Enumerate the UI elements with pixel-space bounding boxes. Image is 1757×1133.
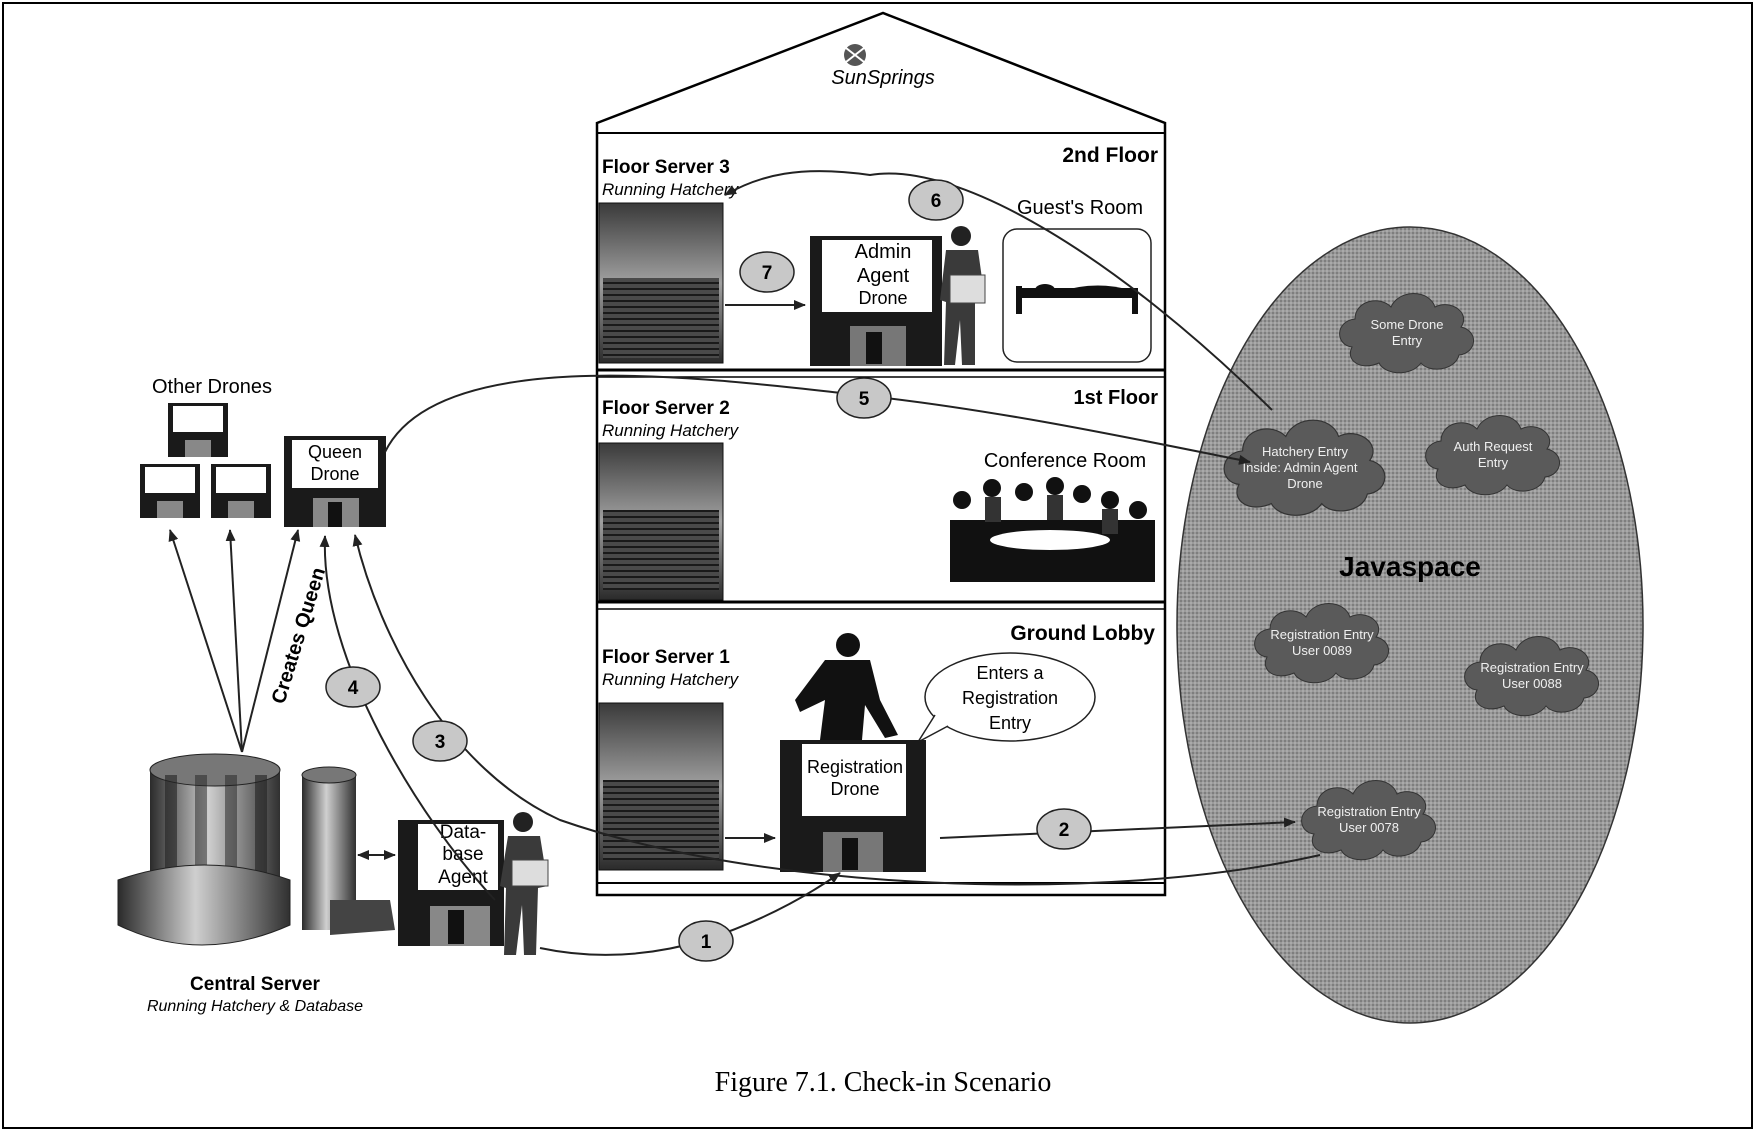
- registration-entry-0089-cloud: Registration Entry User 0089: [1254, 603, 1390, 684]
- svg-text:User 0088: User 0088: [1502, 676, 1562, 691]
- speech-bubble: Enters a Registration Entry: [915, 652, 1096, 744]
- other-drone-icon: [168, 403, 228, 457]
- conference-room: Conference Room: [950, 450, 1155, 582]
- auth-request-entry-cloud: Auth Request Entry: [1425, 415, 1561, 496]
- svg-text:Drone: Drone: [1287, 476, 1322, 491]
- some-drone-entry-cloud: Some Drone Entry: [1339, 293, 1475, 374]
- svg-text:Hatchery Entry: Hatchery Entry: [1262, 444, 1348, 459]
- svg-text:Registration Entry: Registration Entry: [1270, 627, 1374, 642]
- registration-entry-0078-cloud: Registration Entry User 0078: [1301, 780, 1437, 861]
- lobby-person-icon: [795, 633, 898, 740]
- svg-text:User 0078: User 0078: [1339, 820, 1399, 835]
- queen-drone: Queen Drone: [284, 436, 386, 527]
- svg-text:Registration: Registration: [807, 757, 903, 777]
- step-3: 3: [412, 720, 468, 762]
- floor-server-2-label: Floor Server 2: [602, 398, 730, 419]
- figure-caption: Figure 7.1. Check-in Scenario: [715, 1067, 1052, 1098]
- svg-text:SunSprings: SunSprings: [831, 67, 934, 89]
- svg-text:Registration Entry: Registration Entry: [1480, 660, 1584, 675]
- svg-text:Agent: Agent: [438, 867, 488, 888]
- floor-server-1-icon: [598, 702, 724, 871]
- svg-text:Inside: Admin Agent: Inside: Admin Agent: [1243, 460, 1358, 475]
- other-drone-icon: [211, 464, 271, 518]
- floor-server-3-icon: [598, 202, 724, 364]
- svg-text:Registration Entry: Registration Entry: [1317, 804, 1421, 819]
- svg-text:4: 4: [348, 678, 359, 699]
- step-4: 4: [325, 666, 381, 708]
- other-drone-icon: [140, 464, 200, 518]
- floor-server-3-sub: Running Hatchery: [602, 180, 740, 199]
- step-1: 1: [678, 920, 734, 962]
- svg-text:Enters a: Enters a: [976, 663, 1044, 683]
- svg-text:Queen: Queen: [308, 442, 362, 462]
- svg-text:3: 3: [435, 732, 446, 753]
- step-2: 2: [1036, 808, 1092, 850]
- svg-text:Entry: Entry: [1392, 333, 1423, 348]
- step-7: 7: [739, 251, 795, 293]
- floor-label-1st: 1st Floor: [1074, 387, 1159, 409]
- svg-text:Data-: Data-: [440, 822, 486, 843]
- database-agent-person-icon: [500, 812, 549, 955]
- svg-text:Auth Request: Auth Request: [1454, 439, 1533, 454]
- svg-text:Entry: Entry: [989, 713, 1031, 733]
- svg-text:Drone: Drone: [858, 288, 907, 308]
- floor-server-3-label: Floor Server 3: [602, 157, 730, 178]
- svg-text:Drone: Drone: [830, 779, 879, 799]
- creates-queen-label: Creates Queen: [268, 565, 330, 706]
- admin-agent-drone: Admin Agent Drone: [810, 236, 942, 366]
- svg-text:Guest's Room: Guest's Room: [1017, 197, 1143, 219]
- other-drones-label: Other Drones: [152, 376, 272, 398]
- central-server-icon: [117, 753, 395, 946]
- svg-text:2: 2: [1059, 820, 1070, 841]
- svg-text:Drone: Drone: [310, 464, 359, 484]
- svg-text:5: 5: [859, 389, 870, 410]
- floor-server-1-label: Floor Server 1: [602, 647, 730, 668]
- step-5: 5: [836, 377, 892, 419]
- svg-text:Entry: Entry: [1478, 455, 1509, 470]
- hatchery-entry-text: Hatchery Entry Inside: Admin Agent Drone: [1243, 444, 1358, 491]
- registration-entry-0088-cloud: Registration Entry User 0088: [1464, 636, 1600, 717]
- registration-drone: Registration Drone: [780, 740, 926, 872]
- meeting-people-icon: [950, 477, 1155, 582]
- svg-text:User 0089: User 0089: [1292, 643, 1352, 658]
- svg-text:7: 7: [762, 263, 773, 284]
- svg-text:6: 6: [931, 191, 942, 212]
- step-6: 6: [908, 179, 964, 221]
- floor-server-2-icon: [598, 442, 724, 601]
- svg-text:Conference Room: Conference Room: [984, 450, 1146, 472]
- central-server-title: Central Server: [190, 974, 321, 995]
- svg-text:Some Drone: Some Drone: [1371, 317, 1444, 332]
- bed-icon: [1016, 284, 1138, 314]
- floor-server-1-sub: Running Hatchery: [602, 670, 740, 689]
- sunsprings-logo: SunSprings: [831, 44, 935, 89]
- floor-server-2-sub: Running Hatchery: [602, 421, 740, 440]
- central-server-subtitle: Running Hatchery & Database: [147, 998, 363, 1015]
- javaspace-title: Javaspace: [1339, 551, 1481, 582]
- admin-person-icon: [940, 226, 986, 365]
- svg-text:Registration: Registration: [962, 688, 1058, 708]
- floor-label-2nd: 2nd Floor: [1062, 144, 1158, 167]
- database-agent-drone: Data- base Agent: [398, 820, 504, 946]
- floor-label-ground: Ground Lobby: [1010, 622, 1155, 645]
- svg-text:Agent: Agent: [857, 265, 910, 287]
- svg-text:1: 1: [701, 932, 712, 953]
- svg-text:Admin: Admin: [855, 241, 912, 263]
- guests-room: Guest's Room: [1002, 197, 1152, 363]
